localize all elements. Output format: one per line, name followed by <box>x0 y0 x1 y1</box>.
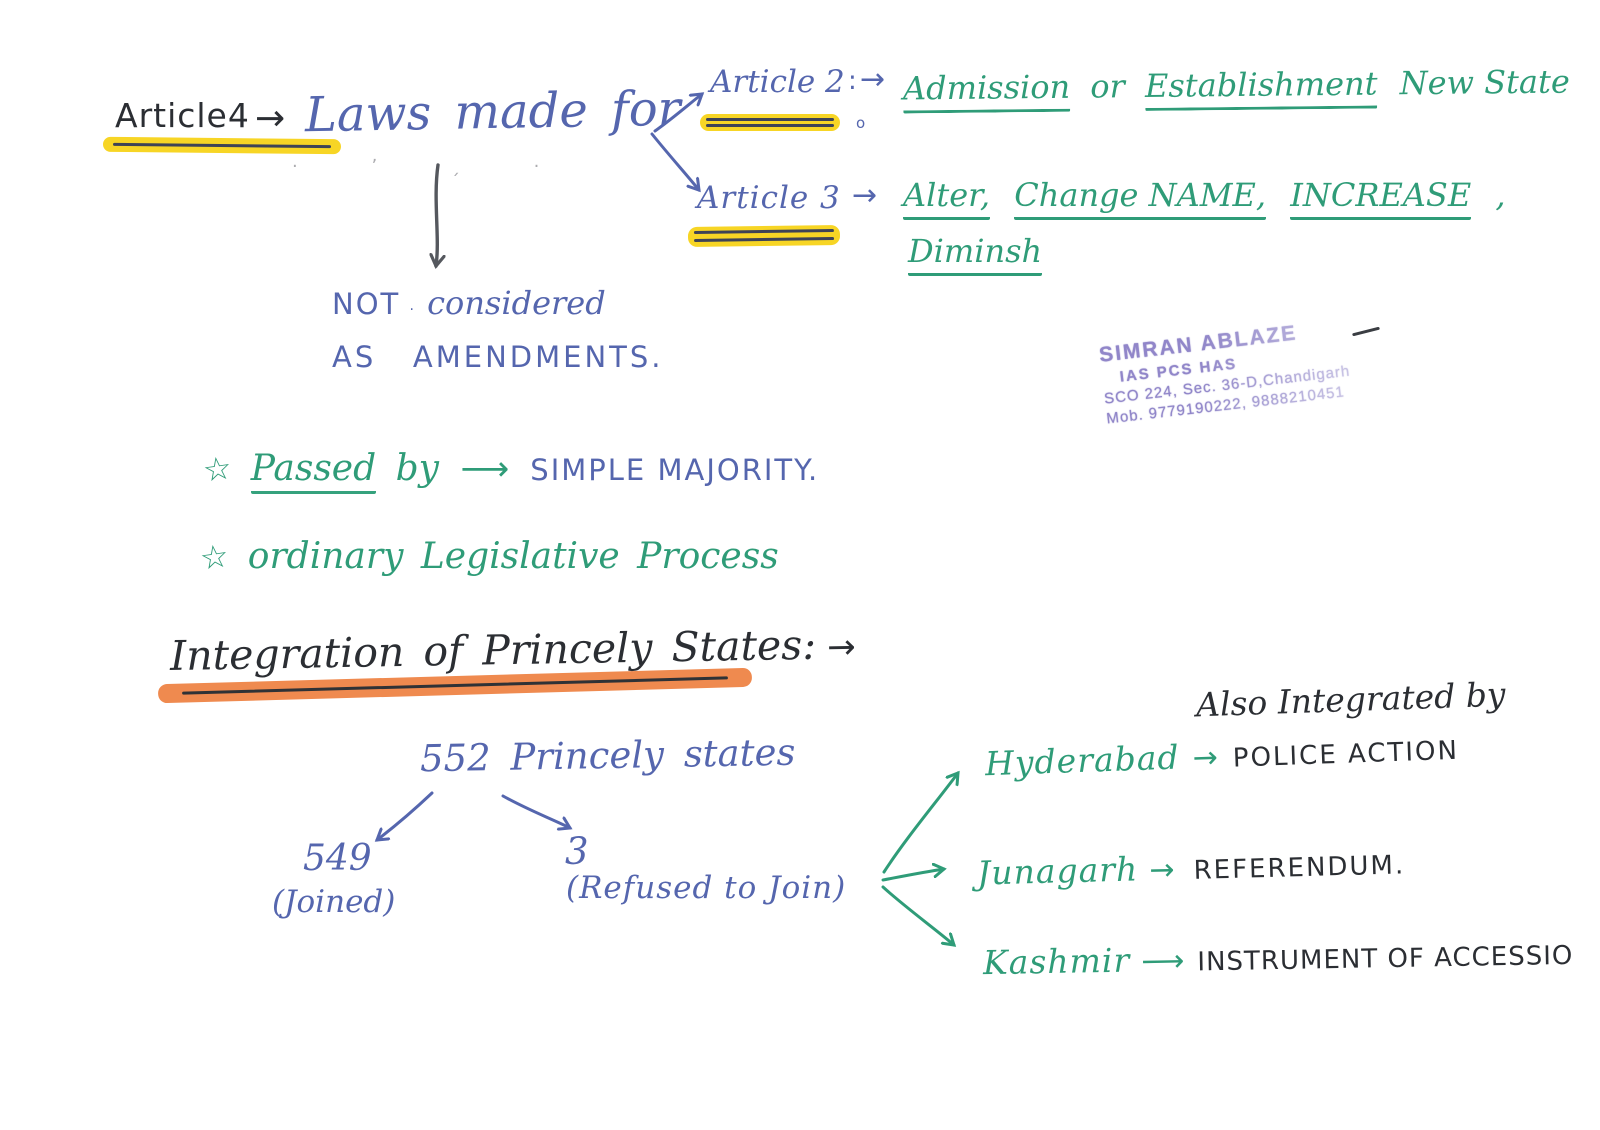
hyderabad-name: Hyderabad <box>984 737 1181 784</box>
arrow-552-to-3-icon <box>501 794 570 828</box>
refused-label: (Refused to Join) <box>566 870 847 906</box>
integration-arrow-icon: → <box>826 627 857 668</box>
junagarh-line: Junagarh → REFERENDUM. <box>977 842 1406 892</box>
diminish-text: Diminsh <box>908 232 1043 276</box>
not-considered-line: NOT · considered <box>332 284 606 322</box>
passed-by-bullet: ☆ Passed by ⟶ SIMPLE MAJORITY. <box>200 448 820 494</box>
junagarh-method: REFERENDUM. <box>1193 850 1406 886</box>
star-bullet-icon: ☆ <box>200 448 235 490</box>
arrow-for-to-article3-icon <box>650 132 699 190</box>
pencil-marks: · ʼ ˏ · <box>292 156 574 177</box>
change-name-text: Change NAME, <box>1014 176 1267 220</box>
article2-highlight <box>700 114 840 131</box>
arrow-refused-to-kashmir-icon <box>881 885 954 945</box>
star-bullet-icon: ☆ <box>197 536 232 578</box>
junagarh-arrow-icon: → <box>1148 852 1176 889</box>
simple-majority-text: SIMPLE MAJORITY. <box>530 453 820 487</box>
arrow-refused-to-junagarh-icon <box>881 869 944 882</box>
article2-label: Article 2 <box>710 64 845 100</box>
increase-text: INCREASE <box>1290 176 1472 220</box>
by-word: by <box>395 448 439 489</box>
or-text: or <box>1090 67 1126 106</box>
joined-label: (Joined) <box>272 884 396 920</box>
kashmir-arrow-icon: ⟶ <box>1140 943 1185 980</box>
as-amendments-line: AS AMENDMENTS. <box>332 340 664 374</box>
ordinary-process-bullet: ☆ ordinary Legislative Process <box>197 536 779 578</box>
article3-arrow-icon: → <box>852 178 878 213</box>
ordinary-process-text: ordinary Legislative Process <box>247 536 779 577</box>
passed-word: Passed <box>250 448 377 494</box>
laws-made-for-text: Laws made for <box>304 80 682 144</box>
establishment-text: Establishment <box>1144 64 1378 111</box>
joined-count: 549 <box>303 838 372 879</box>
not-word: NOT <box>332 287 401 321</box>
also-integrated-text: Also Integrated by <box>1195 674 1507 725</box>
junagarh-name: Junagarh <box>976 849 1139 893</box>
total-princely-states: 552 Princely states <box>419 730 796 781</box>
article2-description: Admission or Establishment New State <box>902 62 1570 114</box>
article4-arrow-icon: → <box>255 98 286 139</box>
article2-small-o: o <box>856 114 866 132</box>
passed-arrow-icon: ⟶ <box>460 449 510 489</box>
article3-highlight <box>687 224 841 248</box>
article2-arrow-icon: → <box>860 62 886 97</box>
hyderabad-method: POLICE ACTION <box>1232 735 1460 774</box>
arrow-552-to-549-icon <box>377 791 434 840</box>
kashmir-line: Kashmir ⟶ INSTRUMENT OF ACCESSIO <box>982 933 1574 983</box>
refused-count: 3 <box>565 830 589 873</box>
institute-stamp: SIMRAN ABLAZE IAS PCS HAS SCO 224, Sec. … <box>1098 316 1353 427</box>
hyderabad-arrow-icon: → <box>1192 740 1219 777</box>
integration-heading-line: Integration of Princely States: → <box>170 620 856 680</box>
hyderabad-line: Hyderabad → POLICE ACTION <box>984 728 1459 784</box>
arrow-laws-down-icon <box>436 163 438 266</box>
article3-description-line1: Alter, Change NAME, INCREASE , <box>903 176 1506 220</box>
kashmir-method: INSTRUMENT OF ACCESSIO <box>1197 940 1574 978</box>
article2-colon: : <box>848 66 857 96</box>
pen-dash-mark <box>1352 326 1380 337</box>
considered-word: considered <box>427 284 606 322</box>
arrow-refused-to-hyderabad-icon <box>882 773 958 874</box>
kashmir-name: Kashmir <box>982 940 1131 983</box>
alter-text: Alter, <box>903 176 991 220</box>
article3-comma: , <box>1495 176 1506 214</box>
admission-text: Admission <box>902 67 1071 114</box>
new-state-text: New State <box>1399 62 1570 103</box>
article3-label: Article 3 <box>697 180 841 216</box>
article4-label: Article4 <box>115 96 250 135</box>
